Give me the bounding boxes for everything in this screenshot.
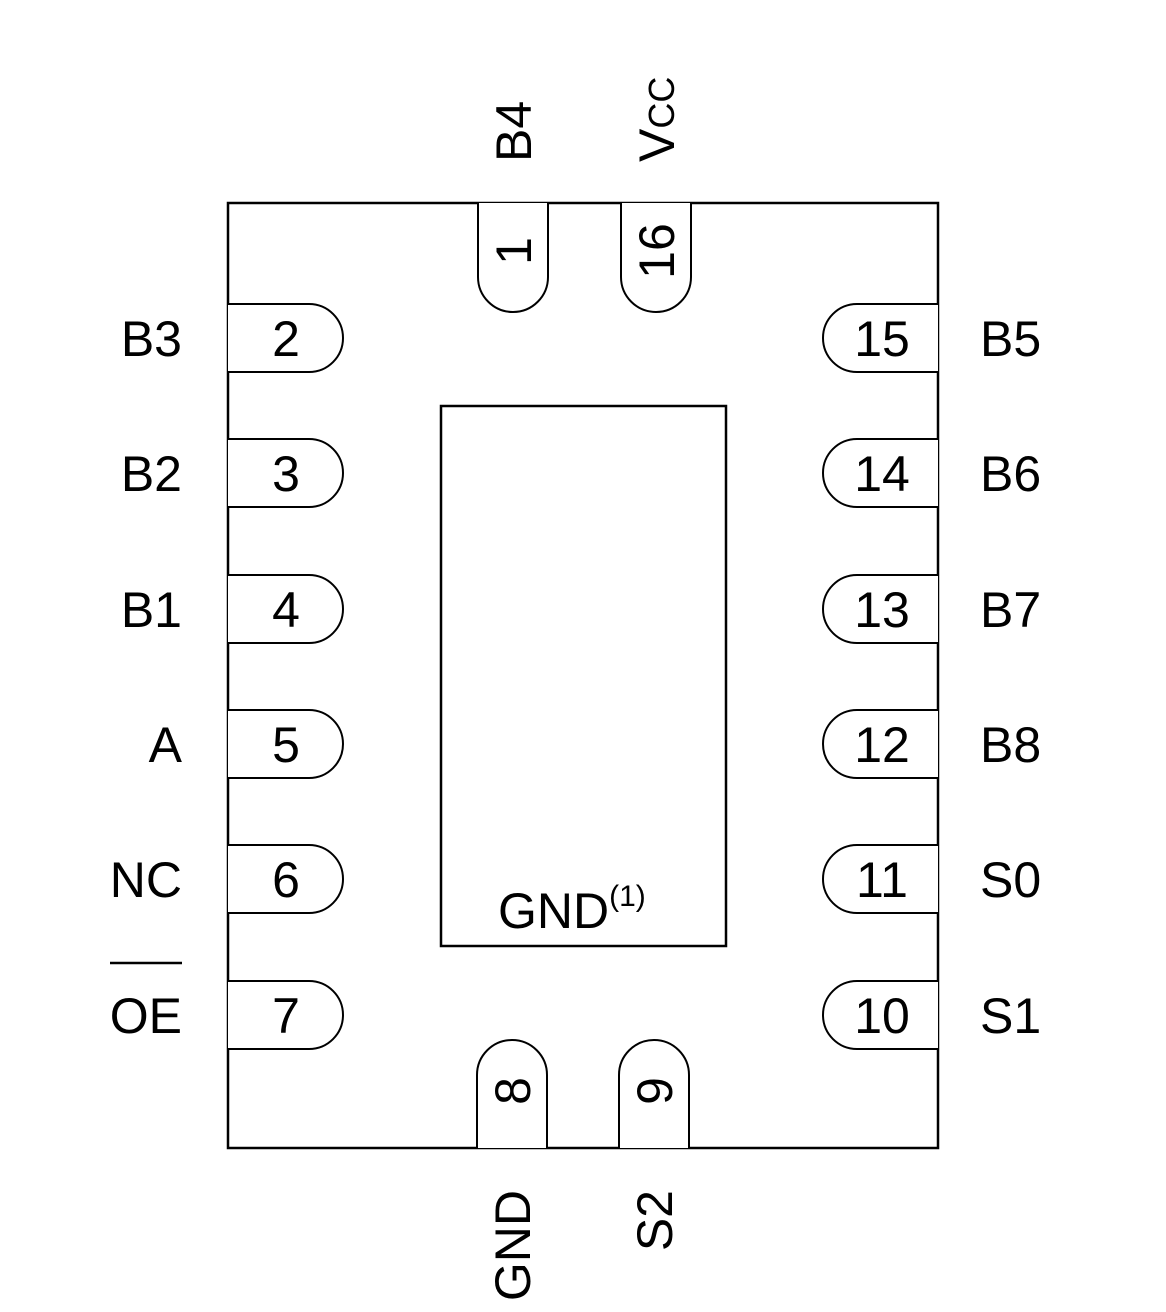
pin-5: 5A bbox=[149, 709, 344, 779]
pin-name: B2 bbox=[121, 446, 182, 502]
pin-number: 1 bbox=[486, 237, 542, 265]
pin-name: B5 bbox=[980, 311, 1041, 367]
pin-pad bbox=[228, 980, 344, 1050]
pin-pad bbox=[618, 1039, 690, 1148]
pin-number: 8 bbox=[485, 1077, 541, 1105]
pin-number: 4 bbox=[272, 582, 300, 638]
pin-number: 14 bbox=[854, 446, 910, 502]
pin-number: 2 bbox=[272, 311, 300, 367]
pin-number: 12 bbox=[854, 717, 910, 773]
pin-number: 3 bbox=[272, 446, 300, 502]
pin-11: 11 S0 bbox=[822, 844, 1041, 914]
pin-4: 4 B1 bbox=[121, 574, 344, 644]
pin-name: NC bbox=[110, 852, 182, 908]
pin-name: B8 bbox=[980, 717, 1041, 773]
pin-pad bbox=[476, 1039, 548, 1148]
pin-pad bbox=[228, 303, 344, 373]
pin-9: 9S2 bbox=[618, 1039, 690, 1251]
pin-7: 7 OE bbox=[110, 961, 344, 1050]
pin-pad bbox=[822, 980, 938, 1050]
pin-number: 16 bbox=[629, 223, 685, 279]
pin-number: 6 bbox=[272, 852, 300, 908]
pin-number: 10 bbox=[854, 988, 910, 1044]
pin-name: B6 bbox=[980, 446, 1041, 502]
pin-name: S1 bbox=[980, 988, 1041, 1044]
pin-number: 15 bbox=[854, 311, 910, 367]
pin-number: 9 bbox=[627, 1077, 683, 1105]
pin-pad bbox=[822, 303, 938, 373]
pin-1: 1 B4 bbox=[477, 101, 549, 313]
pin-name: B7 bbox=[980, 582, 1041, 638]
pin-6: 6 NC bbox=[110, 844, 344, 914]
pin-2: 2 B3 bbox=[121, 303, 344, 373]
pin-number: 11 bbox=[856, 852, 908, 908]
pin-12: 12 B8 bbox=[822, 709, 1041, 779]
pin-pad bbox=[228, 574, 344, 644]
pin-pad bbox=[822, 438, 938, 508]
pin-pad bbox=[228, 844, 344, 914]
thermal-pad bbox=[439, 404, 728, 948]
thermal-pad-label: GND(1) bbox=[498, 880, 646, 939]
pin-10: 10 S1 bbox=[822, 980, 1041, 1050]
pin-name: S2 bbox=[627, 1190, 683, 1251]
pin-pad bbox=[228, 438, 344, 508]
pin-pad bbox=[822, 844, 938, 914]
pin-number: 13 bbox=[854, 582, 910, 638]
pin-name: GND bbox=[485, 1190, 541, 1301]
pin-15: 15 B5 bbox=[822, 303, 1041, 373]
pin-3: 3 B2 bbox=[121, 438, 344, 508]
pin-number: 5 bbox=[272, 717, 300, 773]
pin-pad bbox=[477, 203, 549, 313]
pin-pad bbox=[822, 574, 938, 644]
pin-pad bbox=[822, 709, 938, 779]
pin-name: B3 bbox=[121, 311, 182, 367]
package-outline bbox=[226, 201, 940, 1150]
pin-13: 13 B7 bbox=[822, 574, 1041, 644]
pin-16: 16 VCC bbox=[620, 77, 692, 313]
pin-pad bbox=[620, 203, 692, 313]
pin-name: OE bbox=[110, 988, 182, 1044]
pin-name: B4 bbox=[486, 101, 542, 162]
pin-name: B1 bbox=[121, 582, 182, 638]
pin-number: 7 bbox=[272, 988, 300, 1044]
pin-name: A bbox=[149, 717, 183, 773]
pin-pad bbox=[228, 709, 344, 779]
pin-name: VCC bbox=[629, 77, 685, 162]
pin-name: S0 bbox=[980, 852, 1041, 908]
pin-14: 14 B6 bbox=[822, 438, 1041, 508]
